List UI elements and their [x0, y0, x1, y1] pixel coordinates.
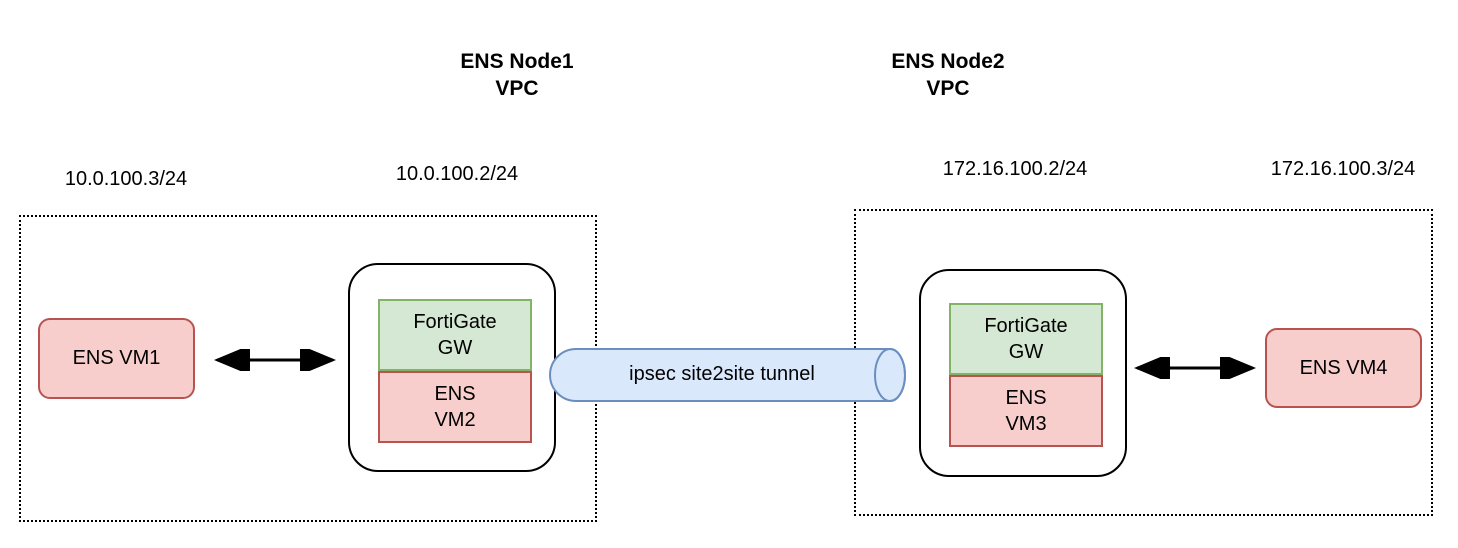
tunnel-cylinder [549, 348, 906, 402]
ens-vm1-label: ENS VM1 [72, 347, 161, 369]
ens-vm4-label: ENS VM4 [1299, 356, 1388, 379]
vm1-ip-label: 10.0.100.3/24 [64, 168, 188, 190]
vm4-ip-label: 172.16.100.3/24 [1270, 158, 1416, 180]
fortigate-gw1-box: FortiGate GW [378, 299, 532, 371]
vpc1-title: ENS Node1 VPC [460, 50, 574, 100]
arrow-gw2-vm4 [1134, 357, 1256, 379]
ens-vm3-label: ENS VM3 [1005, 387, 1047, 435]
ens-vm2-box: ENS VM2 [378, 371, 532, 443]
ens-vm1-node: ENS VM1 [38, 318, 195, 399]
ens-vm4-node: ENS VM4 [1265, 328, 1422, 408]
ens-vm3-box: ENS VM3 [949, 375, 1103, 447]
tunnel-label: ipsec site2site tunnel [629, 363, 815, 385]
fortigate-gw2-label: FortiGate GW [984, 315, 1068, 363]
gw2-ip-label: 172.16.100.2/24 [942, 158, 1088, 180]
gw1-ip-label: 10.0.100.2/24 [395, 163, 519, 185]
vpc2-title: ENS Node2 VPC [891, 50, 1005, 100]
arrow-vm1-gw1 [214, 349, 336, 371]
fortigate-gw2-box: FortiGate GW [949, 303, 1103, 375]
fortigate-gw1-label: FortiGate GW [413, 311, 497, 359]
ens-vm2-label: ENS VM2 [434, 383, 476, 431]
